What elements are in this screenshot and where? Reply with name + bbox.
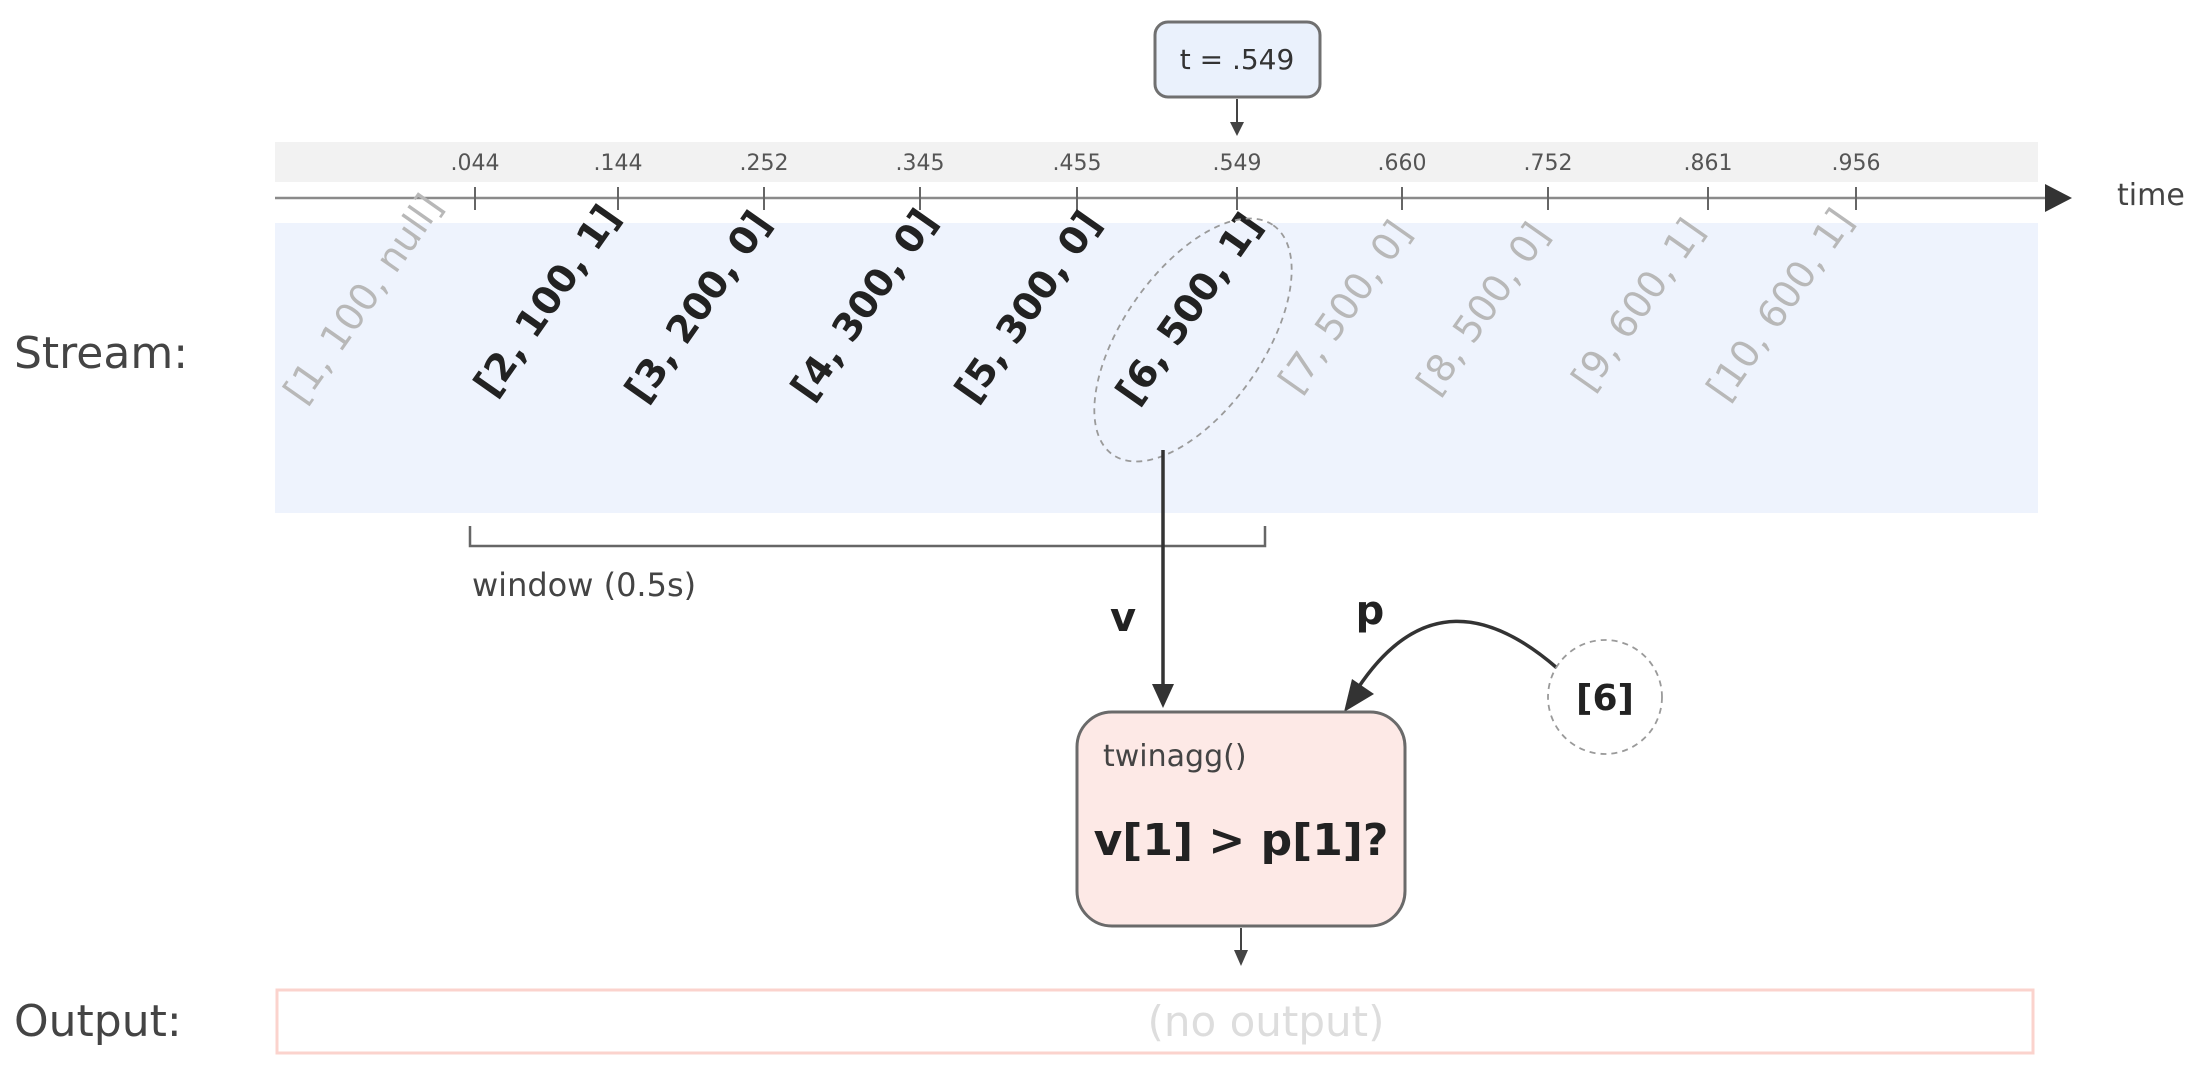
time-marker-box xyxy=(1153,20,1322,99)
axis-tick-label: .044 xyxy=(451,151,500,176)
p-edge-arrowhead xyxy=(1344,679,1374,712)
output-row-label: Output: xyxy=(14,996,182,1047)
prior-state-circle xyxy=(1547,639,1663,755)
window-label: window (0.5s) xyxy=(472,566,696,604)
stream-row-label: Stream: xyxy=(14,328,188,379)
function-expression: v[1] > p[1]? xyxy=(1094,815,1389,866)
v-edge-label: v xyxy=(1110,595,1136,641)
window-bracket xyxy=(468,526,1267,548)
time-axis-label: time xyxy=(2117,178,2185,213)
stream-band xyxy=(275,223,2038,513)
time-axis-arrowhead xyxy=(2045,184,2072,212)
axis-tick-label: .144 xyxy=(594,151,643,176)
axis-tick-label: .660 xyxy=(1378,151,1427,176)
axis-tick-label: .861 xyxy=(1684,151,1733,176)
axis-tick-label: .956 xyxy=(1832,151,1881,176)
output-value: (no output) xyxy=(1148,997,1385,1046)
time-marker-label: t = .549 xyxy=(1180,43,1295,76)
function-box xyxy=(1075,710,1407,928)
axis-tick-label: .455 xyxy=(1053,151,1102,176)
v-edge-arrowhead xyxy=(1152,684,1174,708)
axis-ticks: .044 .144 .252 .345 .455 .549 .660 .752 .861 .956 xyxy=(451,151,1881,210)
time-marker-pointer-head xyxy=(1230,122,1244,136)
axis-tick-label: .549 xyxy=(1213,151,1262,176)
p-edge-label: p xyxy=(1356,588,1385,634)
axis-tick-label: .345 xyxy=(896,151,945,176)
prior-state-label: [6] xyxy=(1576,678,1634,719)
axis-tick-label: .752 xyxy=(1524,151,1573,176)
p-edge xyxy=(1356,619,1559,689)
output-band xyxy=(275,988,2035,1055)
function-name: twinagg() xyxy=(1103,739,1247,774)
axis-tick-label: .252 xyxy=(740,151,789,176)
axis-band xyxy=(275,142,2038,182)
output-pointer-head xyxy=(1234,950,1248,966)
